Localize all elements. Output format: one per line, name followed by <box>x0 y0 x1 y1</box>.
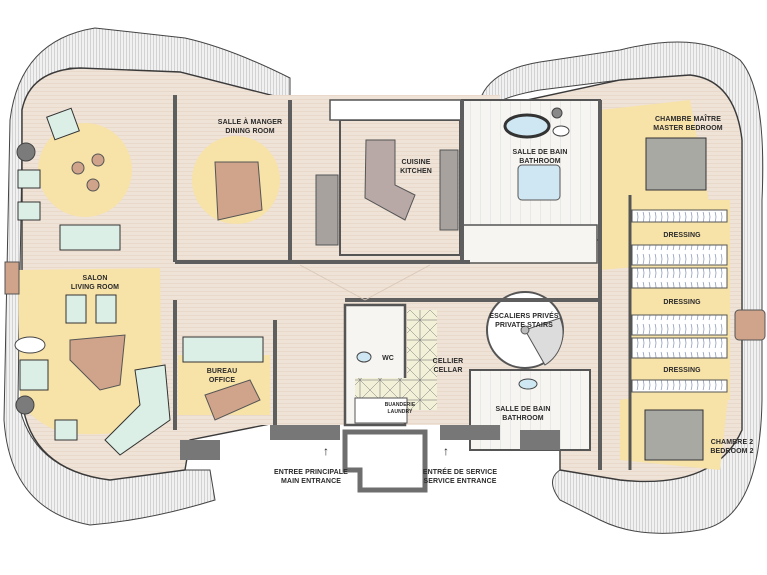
label-bathroom-2: SALLE DE BAIN BATHROOM <box>495 406 551 422</box>
label-living-room: SALON LIVING ROOM <box>70 275 120 291</box>
closet-1 <box>631 209 728 223</box>
label-service-entrance: ENTRÉE DE SERVICE SERVICE ENTRANCE <box>422 469 498 485</box>
label-dining-room: SALLE À MANGER DINING ROOM <box>217 119 283 135</box>
rug-lounge <box>38 123 132 217</box>
curved-sofa <box>104 364 171 456</box>
kitchen-island <box>364 139 416 221</box>
main-entrance-arrow-icon: ↑ <box>323 444 329 458</box>
closet-3 <box>631 267 728 289</box>
closet-5 <box>631 337 728 359</box>
closet-2 <box>631 244 728 266</box>
label-dressing-1: DRESSING <box>663 232 701 239</box>
entrance-block <box>342 429 428 493</box>
bathtub <box>503 113 551 139</box>
double-shower <box>517 164 561 201</box>
kitchen-counter-left <box>315 174 339 246</box>
dining-table <box>214 161 263 221</box>
service-entrance-arrow-icon: ↑ <box>443 444 449 458</box>
master-bed <box>645 137 707 191</box>
kitchen-top-strip <box>329 99 471 121</box>
label-wc: WC <box>382 355 394 362</box>
sofa-lounge <box>59 224 121 251</box>
fireplace <box>4 261 20 295</box>
label-private-stairs: ESCALIERS PRIVÉS PRIVATE STAIRS <box>489 313 559 329</box>
label-bathroom-top: SALLE DE BAIN BATHROOM <box>512 149 568 165</box>
dressing-zone <box>630 200 730 400</box>
label-master-bedroom: CHAMBRE MAÎTRE MASTER BEDROOM <box>653 116 723 132</box>
label-cellar: CELLIER CELLAR <box>432 358 464 374</box>
bed-2 <box>644 409 704 461</box>
label-dressing-2: DRESSING <box>663 299 701 306</box>
label-kitchen: CUISINE KITCHEN <box>400 159 432 175</box>
closet-6 <box>631 379 728 393</box>
label-dressing-3: DRESSING <box>663 367 701 374</box>
label-bedroom-2: CHAMBRE 2 BEDROOM 2 <box>710 439 754 455</box>
kitchen-counter <box>439 149 459 231</box>
living-coffee-table <box>69 334 126 391</box>
office-sofa <box>182 336 264 363</box>
right-table <box>734 309 766 341</box>
closet-4 <box>631 314 728 336</box>
walls <box>173 95 602 470</box>
label-laundry: BUANDERIE LAUNDRY <box>384 402 416 415</box>
office-desk <box>204 379 261 421</box>
label-main-entrance: ENTREE PRINCIPALE MAIN ENTRANCE <box>274 469 348 485</box>
lounge-armchair <box>46 107 80 141</box>
label-office: BUREAU OFFICE <box>206 368 238 384</box>
